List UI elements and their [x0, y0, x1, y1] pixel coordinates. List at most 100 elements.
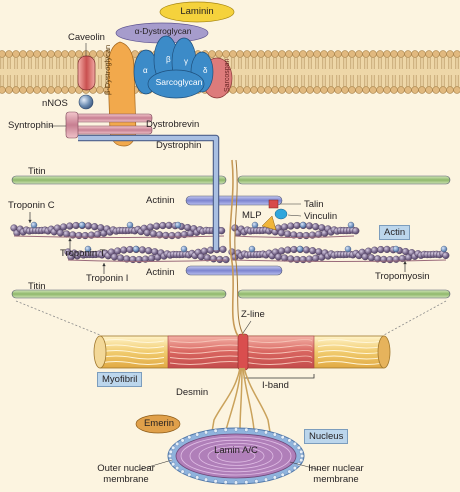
lipid-head-inner [355, 86, 363, 94]
lamina-ring [198, 442, 274, 469]
nuclear-pore-dot [204, 430, 209, 435]
actin-bead [309, 247, 317, 255]
dystrophin-glycoprotein-complex [50, 1, 235, 250]
actin-bead [72, 221, 80, 230]
actin-bead [293, 221, 301, 230]
lipid-head-outer [404, 50, 412, 58]
lipid-head-outer [19, 50, 27, 58]
lipid-head-outer [26, 50, 34, 58]
troponin-bead [174, 221, 182, 229]
nuclear-pore-dot [187, 435, 192, 440]
actin-bead [293, 255, 301, 264]
troponin-bead [299, 221, 307, 229]
actin-bead [312, 254, 320, 262]
myofibril-stripe [99, 339, 165, 343]
actin-bead [153, 222, 161, 230]
lipid-head-outer [341, 50, 349, 58]
i-band-bracket [243, 374, 315, 379]
lipid-head-outer [40, 50, 48, 58]
lipid-head-outer [369, 50, 377, 58]
nuclear-pore-dot [213, 428, 218, 433]
troponin-t-leader-arrowhead [68, 238, 72, 242]
syntrophin-bar-top [65, 113, 153, 123]
lipid-head-outer [425, 50, 433, 58]
titin-filament-right-bottom [237, 289, 451, 299]
laminin-oval [159, 1, 235, 23]
lipid-head-outer [397, 50, 405, 58]
nuclear-pore-dot [223, 480, 228, 485]
actin-bead [66, 222, 74, 230]
lipid-head-inner [299, 86, 307, 94]
nucleus-interior [175, 433, 297, 479]
myofibril-stripe [99, 361, 165, 365]
troponin-bead [126, 221, 134, 229]
actin-bead [149, 230, 158, 238]
nuclear-pore-dot [272, 475, 277, 480]
nuclear-pore-dot [195, 475, 200, 480]
nuclear-pore-dot [233, 480, 238, 485]
lipid-head-inner [47, 86, 55, 94]
lipid-head-inner [285, 86, 293, 94]
caveolin-label: Caveolin [68, 32, 105, 43]
actin-bead [120, 246, 128, 254]
actin-bead [371, 246, 379, 254]
lamina-ring [180, 436, 292, 476]
vinculin-blob [274, 208, 288, 220]
desmin-strand [211, 367, 241, 433]
lipid-head-inner [390, 86, 398, 94]
lipid-head-outer [390, 50, 398, 58]
nuclear-pore-dot [171, 445, 176, 450]
lipid-head-outer [285, 50, 293, 58]
alpha-dystroglycan-label: α-Dystroglycan [134, 26, 192, 36]
inner-membrane-leader [289, 461, 321, 471]
dystrobrevin-label: Dystrobrevin [146, 119, 200, 130]
actin-bead [302, 246, 311, 254]
lipid-head-inner [313, 86, 321, 94]
lipid-head-outer [61, 50, 69, 58]
lipid-head-inner [0, 86, 6, 94]
lipid-head-outer [334, 50, 342, 58]
lipid-head-inner [61, 86, 69, 94]
troponin-i-leader-arrowhead [102, 263, 106, 267]
myofibril-end-left [93, 335, 107, 369]
lipid-head-inner [418, 86, 426, 94]
actin-filament-right-bottom [228, 245, 450, 264]
myofibril-stripe [317, 344, 385, 349]
nuclear-pore-dot [287, 438, 292, 443]
lipid-head-outer [68, 50, 76, 58]
sarcospan-label: Sarcospan [224, 58, 231, 92]
nuclear-pore-dot [280, 435, 285, 440]
lipid-head-outer [446, 50, 454, 58]
z-line-leader [242, 320, 252, 334]
actin-bead [145, 247, 153, 255]
lipid-head-inner [54, 86, 62, 94]
actin-bead [81, 231, 89, 240]
actin-bead [110, 253, 119, 261]
lipid-head-inner [320, 86, 328, 94]
nuclear-pore-dot [300, 454, 305, 459]
troponin-c-leader-arrowhead [28, 219, 32, 223]
troponin-bead [440, 245, 448, 253]
actin-bead [90, 223, 99, 231]
actin-bead [274, 253, 283, 261]
lamina-ring [216, 449, 256, 463]
myofibril-stripe-red [169, 344, 313, 349]
lipid-head-inner [40, 86, 48, 94]
actin-bead [146, 223, 155, 231]
desmin-strand [225, 367, 242, 431]
troponin-bead [84, 245, 92, 253]
myofibril-stripe [317, 361, 385, 365]
troponin-bead [132, 245, 140, 253]
actin-bead [148, 254, 156, 262]
lipid-head-inner [236, 86, 244, 94]
lipid-head-inner [278, 86, 286, 94]
myofibril-stripe-red [169, 339, 313, 343]
troponin-t-label: Troponin T [60, 248, 106, 259]
nuclear-pore-dot [168, 449, 173, 454]
lipid-head-outer [271, 50, 279, 58]
talin-label: Talin [304, 199, 324, 210]
actin-bead [216, 255, 224, 264]
actin-bead [75, 231, 83, 240]
myofibril-stripe [317, 339, 385, 343]
